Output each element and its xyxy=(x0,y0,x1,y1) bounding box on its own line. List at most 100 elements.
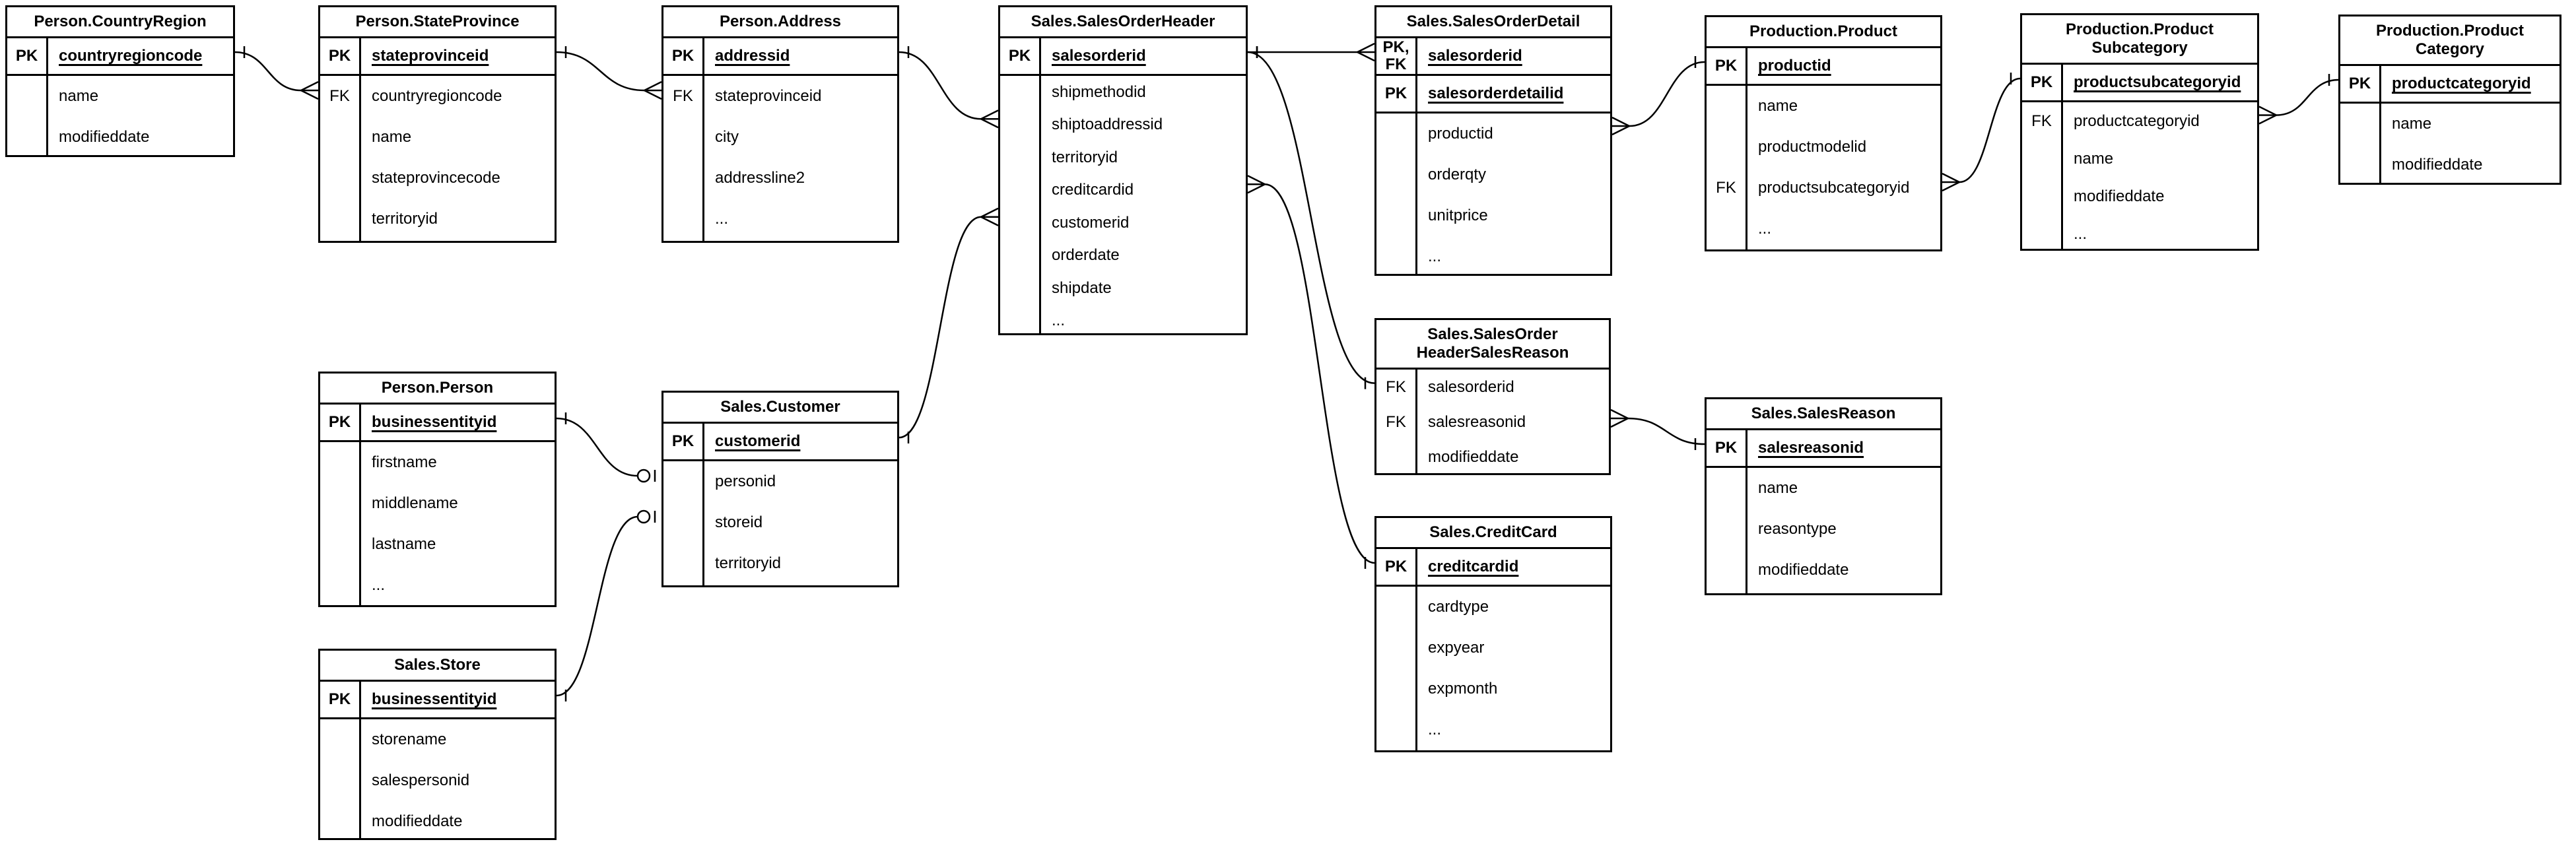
table-title-line: HeaderSalesReason xyxy=(1416,344,1569,362)
attr-name-expyear: expyear xyxy=(1428,639,1485,657)
attr-name-reasontype: reasontype xyxy=(1758,520,1837,538)
table-title-line: Production.Product xyxy=(1749,22,1897,40)
key-spacer xyxy=(1376,195,1415,236)
table-title-line: Sales.Customer xyxy=(720,398,840,416)
fk-label: FK xyxy=(1386,412,1406,431)
key-spacer xyxy=(1707,127,1746,168)
pk-attr-name: businessentityid xyxy=(372,413,497,431)
attr-name-name: name xyxy=(59,87,99,105)
relationship-line xyxy=(1959,77,2021,183)
pk-attr-name: customerid xyxy=(715,432,801,450)
attr-name-: ... xyxy=(715,210,729,228)
pk-attr-name: creditcardid xyxy=(1428,558,1519,575)
table-title: Person.StateProvince xyxy=(320,7,555,38)
attr-name-territoryid: territoryid xyxy=(715,554,782,572)
pk-attr-cell: salesorderid xyxy=(1417,38,1610,74)
table-title: Person.Address xyxy=(663,7,897,38)
attr-name-productcategoryid: productcategoryid xyxy=(2074,112,2200,130)
key-spacer xyxy=(2022,215,2061,253)
attr-name-territoryid: territoryid xyxy=(372,210,438,228)
table-title-line: Person.Person xyxy=(381,379,494,397)
key-spacer xyxy=(1707,468,1746,509)
table-title-line: Person.CountryRegion xyxy=(34,13,207,30)
key-spacer xyxy=(320,158,359,199)
attr-name-unitprice: unitprice xyxy=(1428,207,1488,224)
relationship-creditcard-salesorderheader xyxy=(1247,175,1375,569)
key-spacer xyxy=(1707,509,1746,550)
attr-name-shipdate: shipdate xyxy=(1052,278,1112,297)
attr-name-creditcardid: creditcardid xyxy=(1052,181,1134,199)
table-title-line: Sales.SalesOrderHeader xyxy=(1031,13,1215,30)
attr-name-productmodelid: productmodelid xyxy=(1758,138,1867,156)
key-spacer xyxy=(663,502,702,543)
relationship-line xyxy=(1264,183,1375,564)
key-label: PK xyxy=(320,405,361,440)
key-spacer xyxy=(1000,109,1039,142)
attr-key-column xyxy=(663,461,704,585)
attr-name-name: name xyxy=(1758,479,1798,497)
key-spacer xyxy=(663,461,702,502)
table-title-line: Sales.SalesOrderDetail xyxy=(1406,13,1580,30)
attr-name-firstname: firstname xyxy=(372,453,437,471)
fk-label: FK xyxy=(1386,377,1406,396)
table-title-line: Subcategory xyxy=(2091,39,2188,57)
pk-row-salesorderid: PK, FK salesorderid xyxy=(1376,38,1610,76)
key-label: PK xyxy=(1376,76,1417,112)
key-spacer xyxy=(1707,209,1746,249)
attr-key-column xyxy=(2340,104,2381,183)
pk-attr-cell: stateprovinceid xyxy=(361,38,555,74)
attr-name-: ... xyxy=(1052,311,1066,330)
table-title-line: Person.StateProvince xyxy=(355,13,520,30)
table-title: Person.CountryRegion xyxy=(7,7,233,38)
key-label: PK, FK xyxy=(1376,38,1417,74)
attr-key-column xyxy=(320,719,361,838)
table-title: Person.Person xyxy=(320,374,555,405)
attr-name-middlename: middlename xyxy=(372,494,458,512)
relationship-stateprovince-address xyxy=(556,46,662,100)
key-spacer xyxy=(1376,440,1415,475)
attr-name-modifieddate: modifieddate xyxy=(372,812,463,830)
table-title: Sales.SalesOrderHeader xyxy=(1000,7,1246,38)
pk-attr-cell: salesorderdetailid xyxy=(1417,76,1610,112)
attr-name-storename: storename xyxy=(372,731,447,748)
attr-name-cardtype: cardtype xyxy=(1428,598,1489,616)
attr-name-stateprovinceid: stateprovinceid xyxy=(715,87,822,105)
relationship-product-productsubcategory xyxy=(1942,73,2021,192)
pk-attr-name: salesorderid xyxy=(1428,47,1522,65)
relationship-line xyxy=(1247,51,1375,384)
fk-label: FK xyxy=(673,87,693,105)
relationship-address-salesorderheader xyxy=(898,46,999,129)
attr-name-territoryid: territoryid xyxy=(1052,148,1118,166)
key-spacer xyxy=(663,158,702,199)
pk-attr-name: salesorderid xyxy=(1052,47,1146,65)
